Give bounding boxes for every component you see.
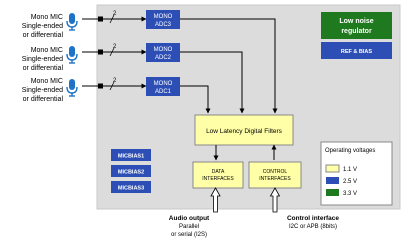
svg-text:I2C or APB (8bits): I2C or APB (8bits) [289, 224, 337, 230]
svg-text:DATA: DATA [212, 169, 225, 175]
adc3-block: MONO ADC3 [146, 10, 180, 29]
svg-text:Low noise: Low noise [339, 18, 373, 25]
svg-text:MONO: MONO [154, 81, 173, 87]
audio-output-caption: Audio output Parallel or serial (I2S) [169, 215, 210, 238]
svg-text:2: 2 [113, 44, 117, 50]
svg-text:3.3 V: 3.3 V [343, 191, 357, 197]
adc-to-filter-lines [180, 18, 278, 114]
svg-text:2: 2 [113, 78, 117, 84]
svg-text:MICBIAS3: MICBIAS3 [118, 186, 144, 192]
input-label-2: Mono MIC Single-ended or differential [22, 47, 64, 72]
svg-text:CONTROL: CONTROL [263, 169, 288, 175]
svg-text:ADC2: ADC2 [155, 55, 172, 61]
svg-text:Mono MIC: Mono MIC [31, 47, 63, 54]
adc2-block: MONO ADC2 [146, 43, 180, 62]
legend-swatch-3v3 [326, 189, 339, 196]
microphone-icon [66, 79, 78, 97]
svg-text:regulator: regulator [341, 28, 372, 35]
microphone-icon [66, 46, 78, 64]
svg-text:or differential: or differential [23, 96, 64, 103]
microphone-icon [66, 13, 78, 31]
control-interface-caption: Control interface I2C or APB (8bits) [287, 215, 339, 230]
micbias3-block: MICBIAS3 [111, 181, 151, 193]
input-connector-2: 2 [82, 44, 147, 57]
legend-swatch-1v1 [325, 164, 340, 173]
svg-text:Single-ended: Single-ended [22, 23, 63, 30]
filter-to-interface-lines [213, 144, 277, 161]
svg-text:Control interface: Control interface [287, 215, 339, 222]
svg-text:Single-ended: Single-ended [22, 87, 63, 94]
svg-text:Low Latency Digital Filters: Low Latency Digital Filters [206, 128, 283, 135]
input-label-1: Mono MIC Single-ended or differential [22, 14, 64, 39]
ref-bias-block: REF & BIAS [321, 42, 392, 59]
micbias1-block: MICBIAS1 [111, 149, 151, 161]
input-connector-1: 2 [82, 11, 147, 24]
svg-text:1.1 V: 1.1 V [343, 167, 357, 173]
svg-text:MONO: MONO [154, 47, 173, 53]
input-label-3: Mono MIC Single-ended or differential [22, 78, 64, 103]
input-connector-3: 2 [82, 78, 147, 91]
svg-text:MICBIAS2: MICBIAS2 [118, 170, 144, 176]
svg-text:INTERFACES: INTERFACES [202, 176, 234, 182]
adc1-block: MONO ADC1 [146, 77, 180, 96]
data-interfaces-block: DATA INTERFACES [192, 161, 244, 189]
audio-output-arrow [210, 187, 221, 213]
svg-text:ADC3: ADC3 [155, 22, 172, 28]
svg-text:or differential: or differential [23, 32, 64, 39]
svg-text:MICBIAS1: MICBIAS1 [118, 154, 144, 160]
digital-filters-block: Low Latency Digital Filters [194, 114, 294, 146]
svg-text:Mono MIC: Mono MIC [31, 14, 63, 21]
svg-text:or differential: or differential [23, 65, 64, 72]
low-noise-regulator-block: Low noise regulator [321, 12, 392, 39]
control-interface-arrow [269, 187, 281, 213]
svg-text:Mono MIC: Mono MIC [31, 78, 63, 85]
svg-text:Parallel: Parallel [179, 224, 199, 230]
control-interfaces-block: CONTROL INTERFACES [248, 161, 302, 189]
svg-text:2: 2 [113, 11, 117, 17]
svg-text:Operating voltages: Operating voltages [325, 148, 375, 154]
svg-text:2.5 V: 2.5 V [343, 179, 357, 185]
legend-swatch-2v5 [326, 177, 339, 184]
operating-voltages-legend: Operating voltages 1.1 V 2.5 V 3.3 V [320, 141, 393, 206]
svg-text:Single-ended: Single-ended [22, 56, 63, 63]
svg-text:MONO: MONO [154, 14, 173, 20]
micbias2-block: MICBIAS2 [111, 165, 151, 177]
svg-text:INTERFACES: INTERFACES [259, 176, 291, 182]
svg-text:or serial (I2S): or serial (I2S) [171, 232, 207, 238]
svg-text:ADC1: ADC1 [155, 89, 172, 95]
svg-text:REF & BIAS: REF & BIAS [341, 49, 373, 55]
svg-text:Audio output: Audio output [169, 215, 210, 222]
